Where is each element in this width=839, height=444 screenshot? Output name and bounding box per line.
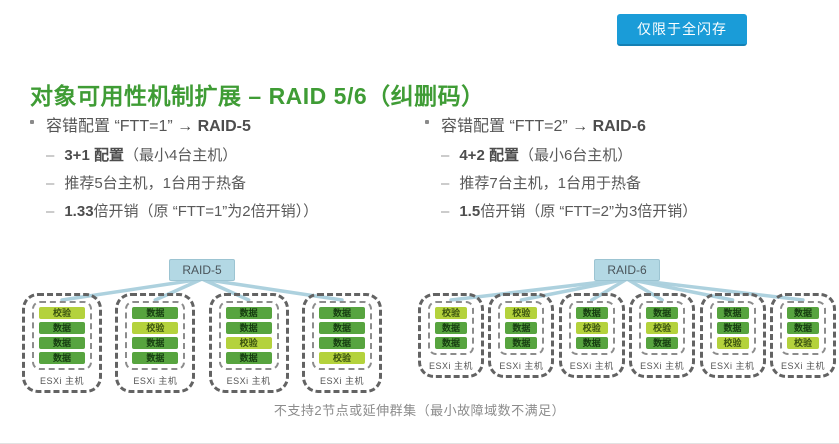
esxi-host-label: ESXi 主机 — [640, 361, 685, 371]
storage-block-data: 数据 — [435, 337, 467, 349]
host-disk-group: 数据校验数据 — [639, 301, 686, 355]
raid6-column: 容错配置 “FTT=2” → RAID-6 – 4+2 配置（最小6台主机） –… — [425, 112, 820, 226]
storage-block-data: 数据 — [505, 322, 538, 334]
storage-block-data: 数据 — [225, 352, 272, 364]
raid6-label: RAID-6 — [594, 259, 660, 281]
esxi-host-label: ESXi 主机 — [226, 376, 271, 386]
storage-block-data: 数据 — [318, 307, 365, 319]
storage-block-data: 数据 — [132, 352, 179, 364]
raid5-heading: 容错配置 “FTT=1” → RAID-5 — [30, 112, 425, 136]
host-disk-group: 数据数据校验 — [779, 301, 826, 355]
bullet-columns: 容错配置 “FTT=1” → RAID-5 – 3+1 配置（最小4台主机） –… — [30, 112, 820, 226]
host-disk-group: 校验数据数据 — [428, 301, 474, 355]
storage-block-parity: 校验 — [646, 322, 679, 334]
storage-block-data: 数据 — [646, 307, 679, 319]
raid5-item-hosts: – 推荐5台主机，1台用于热备 — [46, 170, 425, 198]
storage-block-data: 数据 — [132, 307, 179, 319]
esxi-host-label: ESXi 主机 — [319, 376, 364, 386]
raid5-label: RAID-5 — [169, 259, 235, 281]
storage-block-data: 数据 — [435, 322, 467, 334]
storage-block-data: 数据 — [39, 352, 85, 364]
esxi-host-label: ESXi 主机 — [499, 361, 544, 371]
dash-icon: – — [441, 147, 450, 164]
all-flash-only-badge: 仅限于全闪存 — [617, 14, 747, 46]
host-disk-group: 数据数据校验 — [709, 301, 756, 355]
raid6-item-overhead: – 1.5倍开销（原 “FTT=2”为3倍开销） — [441, 198, 820, 226]
storage-block-data: 数据 — [225, 322, 272, 334]
page-title: 对象可用性机制扩展 – RAID 5/6（纠删码） — [30, 83, 485, 110]
raid5-heading-text: 容错配置 “FTT=1” → RAID-5 — [46, 118, 251, 135]
host-disk-group: 数据数据数据校验 — [311, 301, 372, 370]
arrow-right-icon: → — [177, 118, 194, 135]
storage-block-parity: 校验 — [132, 322, 179, 334]
dash-icon: – — [46, 147, 55, 164]
esxi-host-label: ESXi 主机 — [780, 361, 825, 371]
host-disk-group: 数据校验数据 — [568, 301, 615, 355]
storage-block-data: 数据 — [716, 307, 749, 319]
storage-block-parity: 校验 — [435, 307, 467, 319]
esxi-host-label: ESXi 主机 — [39, 376, 84, 386]
storage-block-data: 数据 — [575, 307, 608, 319]
host-disk-group: 校验数据数据 — [498, 301, 545, 355]
raid6-heading: 容错配置 “FTT=2” → RAID-6 — [425, 112, 820, 136]
dash-icon: – — [441, 203, 450, 220]
raid6-item-hosts: – 推荐7台主机，1台用于热备 — [441, 170, 820, 198]
dash-icon: – — [46, 203, 55, 220]
esxi-host-label: ESXi 主机 — [569, 361, 614, 371]
storage-block-parity: 校验 — [39, 307, 85, 319]
storage-block-data: 数据 — [786, 307, 819, 319]
esxi-host-label: ESXi 主机 — [428, 361, 473, 371]
raid5-column: 容错配置 “FTT=1” → RAID-5 – 3+1 配置（最小4台主机） –… — [30, 112, 425, 226]
storage-block-data: 数据 — [505, 337, 538, 349]
dash-icon: – — [46, 175, 55, 192]
storage-block-data: 数据 — [39, 322, 85, 334]
storage-block-parity: 校验 — [575, 322, 608, 334]
host-disk-group: 数据校验数据数据 — [125, 301, 186, 370]
storage-block-parity: 校验 — [716, 337, 749, 349]
storage-block-parity: 校验 — [318, 352, 365, 364]
bullet-dot-icon — [425, 120, 429, 124]
storage-block-data: 数据 — [39, 337, 85, 349]
raid5-item-config: – 3+1 配置（最小4台主机） — [46, 142, 425, 170]
esxi-host-label: ESXi 主机 — [710, 361, 755, 371]
storage-block-parity: 校验 — [225, 337, 272, 349]
storage-block-parity: 校验 — [786, 337, 819, 349]
storage-block-data: 数据 — [575, 337, 608, 349]
storage-block-data: 数据 — [716, 322, 749, 334]
raid5-item-overhead: – 1.33倍开销（原 “FTT=1”为2倍开销）） — [46, 198, 425, 226]
dash-icon: – — [441, 175, 450, 192]
bullet-dot-icon — [30, 120, 34, 124]
storage-block-data: 数据 — [318, 337, 365, 349]
host-disk-group: 校验数据数据数据 — [32, 301, 92, 370]
raid6-heading-text: 容错配置 “FTT=2” → RAID-6 — [441, 118, 646, 135]
storage-block-data: 数据 — [225, 307, 272, 319]
storage-block-parity: 校验 — [505, 307, 538, 319]
storage-block-data: 数据 — [786, 322, 819, 334]
host-disk-group: 数据数据校验数据 — [218, 301, 279, 370]
storage-block-data: 数据 — [132, 337, 179, 349]
arrow-right-icon: → — [572, 118, 589, 135]
storage-block-data: 数据 — [318, 322, 365, 334]
storage-block-data: 数据 — [646, 337, 679, 349]
raid6-item-config: – 4+2 配置（最小6台主机） — [441, 142, 820, 170]
esxi-host-label: ESXi 主机 — [133, 376, 178, 386]
footnote: 不支持2节点或延伸群集（最小故障域数不满足） — [273, 403, 566, 418]
